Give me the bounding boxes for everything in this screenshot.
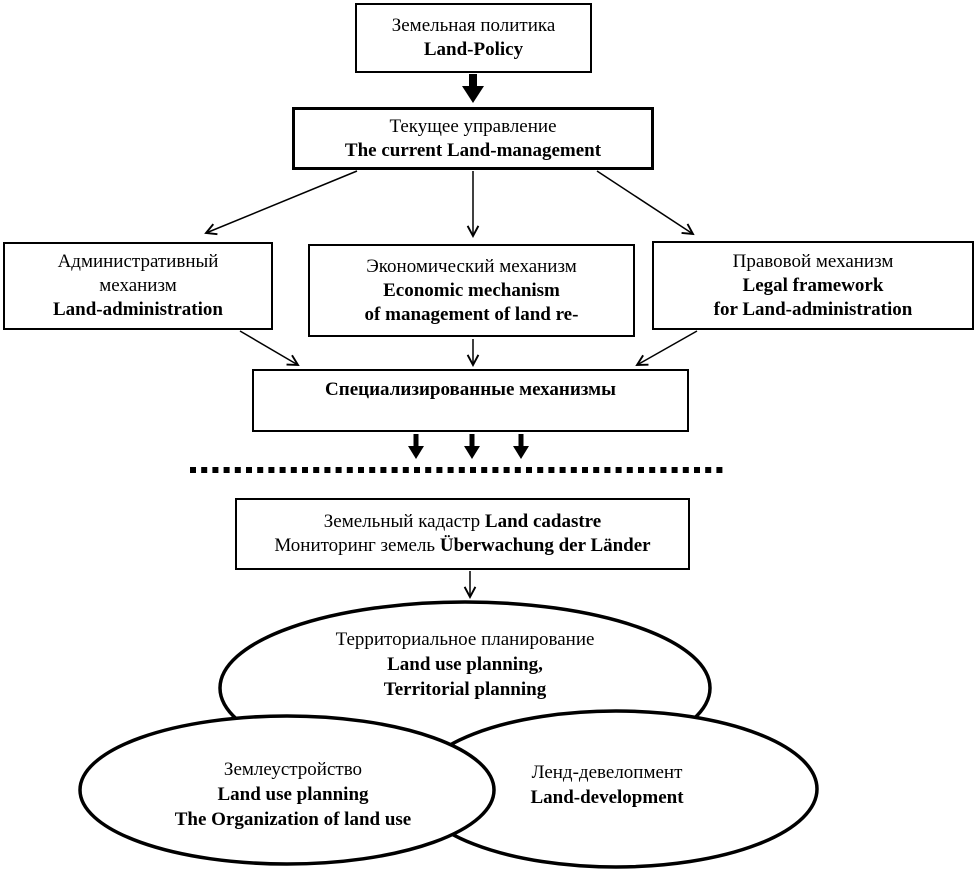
node-land-organization-label: Землеустройство Land use planning The Or… bbox=[93, 757, 493, 832]
node-territorial-planning-label: Территориальное планирование Land use pl… bbox=[265, 627, 665, 702]
node-land-organization-en1: Land use planning bbox=[217, 784, 369, 805]
arrow-special-down-2 bbox=[464, 434, 480, 459]
arrow-legal-to-special bbox=[635, 330, 698, 366]
node-economic-mechanism-ru: Экономический механизм bbox=[366, 255, 577, 277]
node-territorial-planning-ru: Территориальное планирование bbox=[335, 629, 595, 650]
node-admin-mechanism-ru2: механизм bbox=[99, 275, 177, 296]
arrow-management-to-legal bbox=[596, 170, 695, 236]
node-land-cadastre-en1: Land cadastre bbox=[484, 511, 602, 532]
node-legal-mechanism: Правовой механизм Legal framework for La… bbox=[652, 241, 974, 330]
node-land-cadastre-ru2: Мониторинг земель bbox=[274, 535, 440, 556]
node-land-development-en: Land-development bbox=[530, 787, 684, 808]
node-current-management-ru: Текущее управление bbox=[389, 115, 557, 137]
ellipse-land-organization bbox=[78, 714, 496, 866]
node-current-management-en: The current Land-management bbox=[344, 139, 602, 161]
node-land-policy: Земельная политика Land-Policy bbox=[355, 3, 592, 73]
node-land-cadastre: Земельный кадастр Land cadastre Монитори… bbox=[235, 498, 690, 570]
node-admin-mechanism-en: Land-administration bbox=[53, 299, 223, 320]
node-land-organization-ru: Землеустройство bbox=[223, 759, 363, 780]
node-territorial-planning-en1: Land use planning, bbox=[387, 654, 543, 675]
node-special-mechanisms: Специализированные механизмы bbox=[252, 369, 689, 432]
node-current-management: Текущее управление The current Land-mana… bbox=[292, 107, 654, 170]
node-land-cadastre-line1: Земельный кадастр Land cadastre bbox=[324, 510, 601, 534]
node-land-cadastre-ru1: Земельный кадастр bbox=[323, 511, 485, 532]
node-special-mechanisms-ru: Специализированные механизмы bbox=[325, 379, 616, 400]
arrow-special-down-1 bbox=[408, 434, 424, 459]
node-admin-mechanism-ru1: Административный bbox=[57, 251, 219, 272]
node-land-policy-en: Land-Policy bbox=[423, 39, 524, 60]
node-economic-mechanism-en1: Economic mechanism bbox=[383, 279, 560, 301]
node-legal-mechanism-en1: Legal framework bbox=[742, 274, 884, 296]
node-land-organization-en2: The Organization of land use bbox=[174, 809, 412, 830]
node-economic-mechanism-en2: of management of land re- bbox=[364, 303, 579, 325]
node-land-development-label: Ленд-девелопмент Land-development bbox=[457, 760, 757, 810]
arrow-policy-to-management bbox=[462, 74, 484, 103]
node-land-cadastre-line2: Мониторинг земель Überwachung der Länder bbox=[274, 534, 650, 558]
arrow-admin-to-special bbox=[239, 330, 300, 367]
node-economic-mechanism: Экономический механизм Economic mechanis… bbox=[308, 244, 635, 337]
node-land-cadastre-en2: Überwachung der Länder bbox=[439, 535, 651, 556]
arrow-special-down-3 bbox=[513, 434, 529, 459]
node-admin-mechanism: Административный механизм Land-administr… bbox=[3, 242, 273, 330]
node-land-policy-ru: Земельная политика bbox=[391, 15, 556, 36]
node-land-development-ru: Ленд-девелопмент bbox=[531, 762, 683, 783]
node-legal-mechanism-en2: for Land-administration bbox=[713, 298, 913, 320]
node-territorial-planning-en2: Territorial planning bbox=[383, 679, 547, 700]
arrow-management-to-admin bbox=[204, 170, 358, 236]
node-legal-mechanism-ru: Правовой механизм bbox=[732, 250, 894, 272]
